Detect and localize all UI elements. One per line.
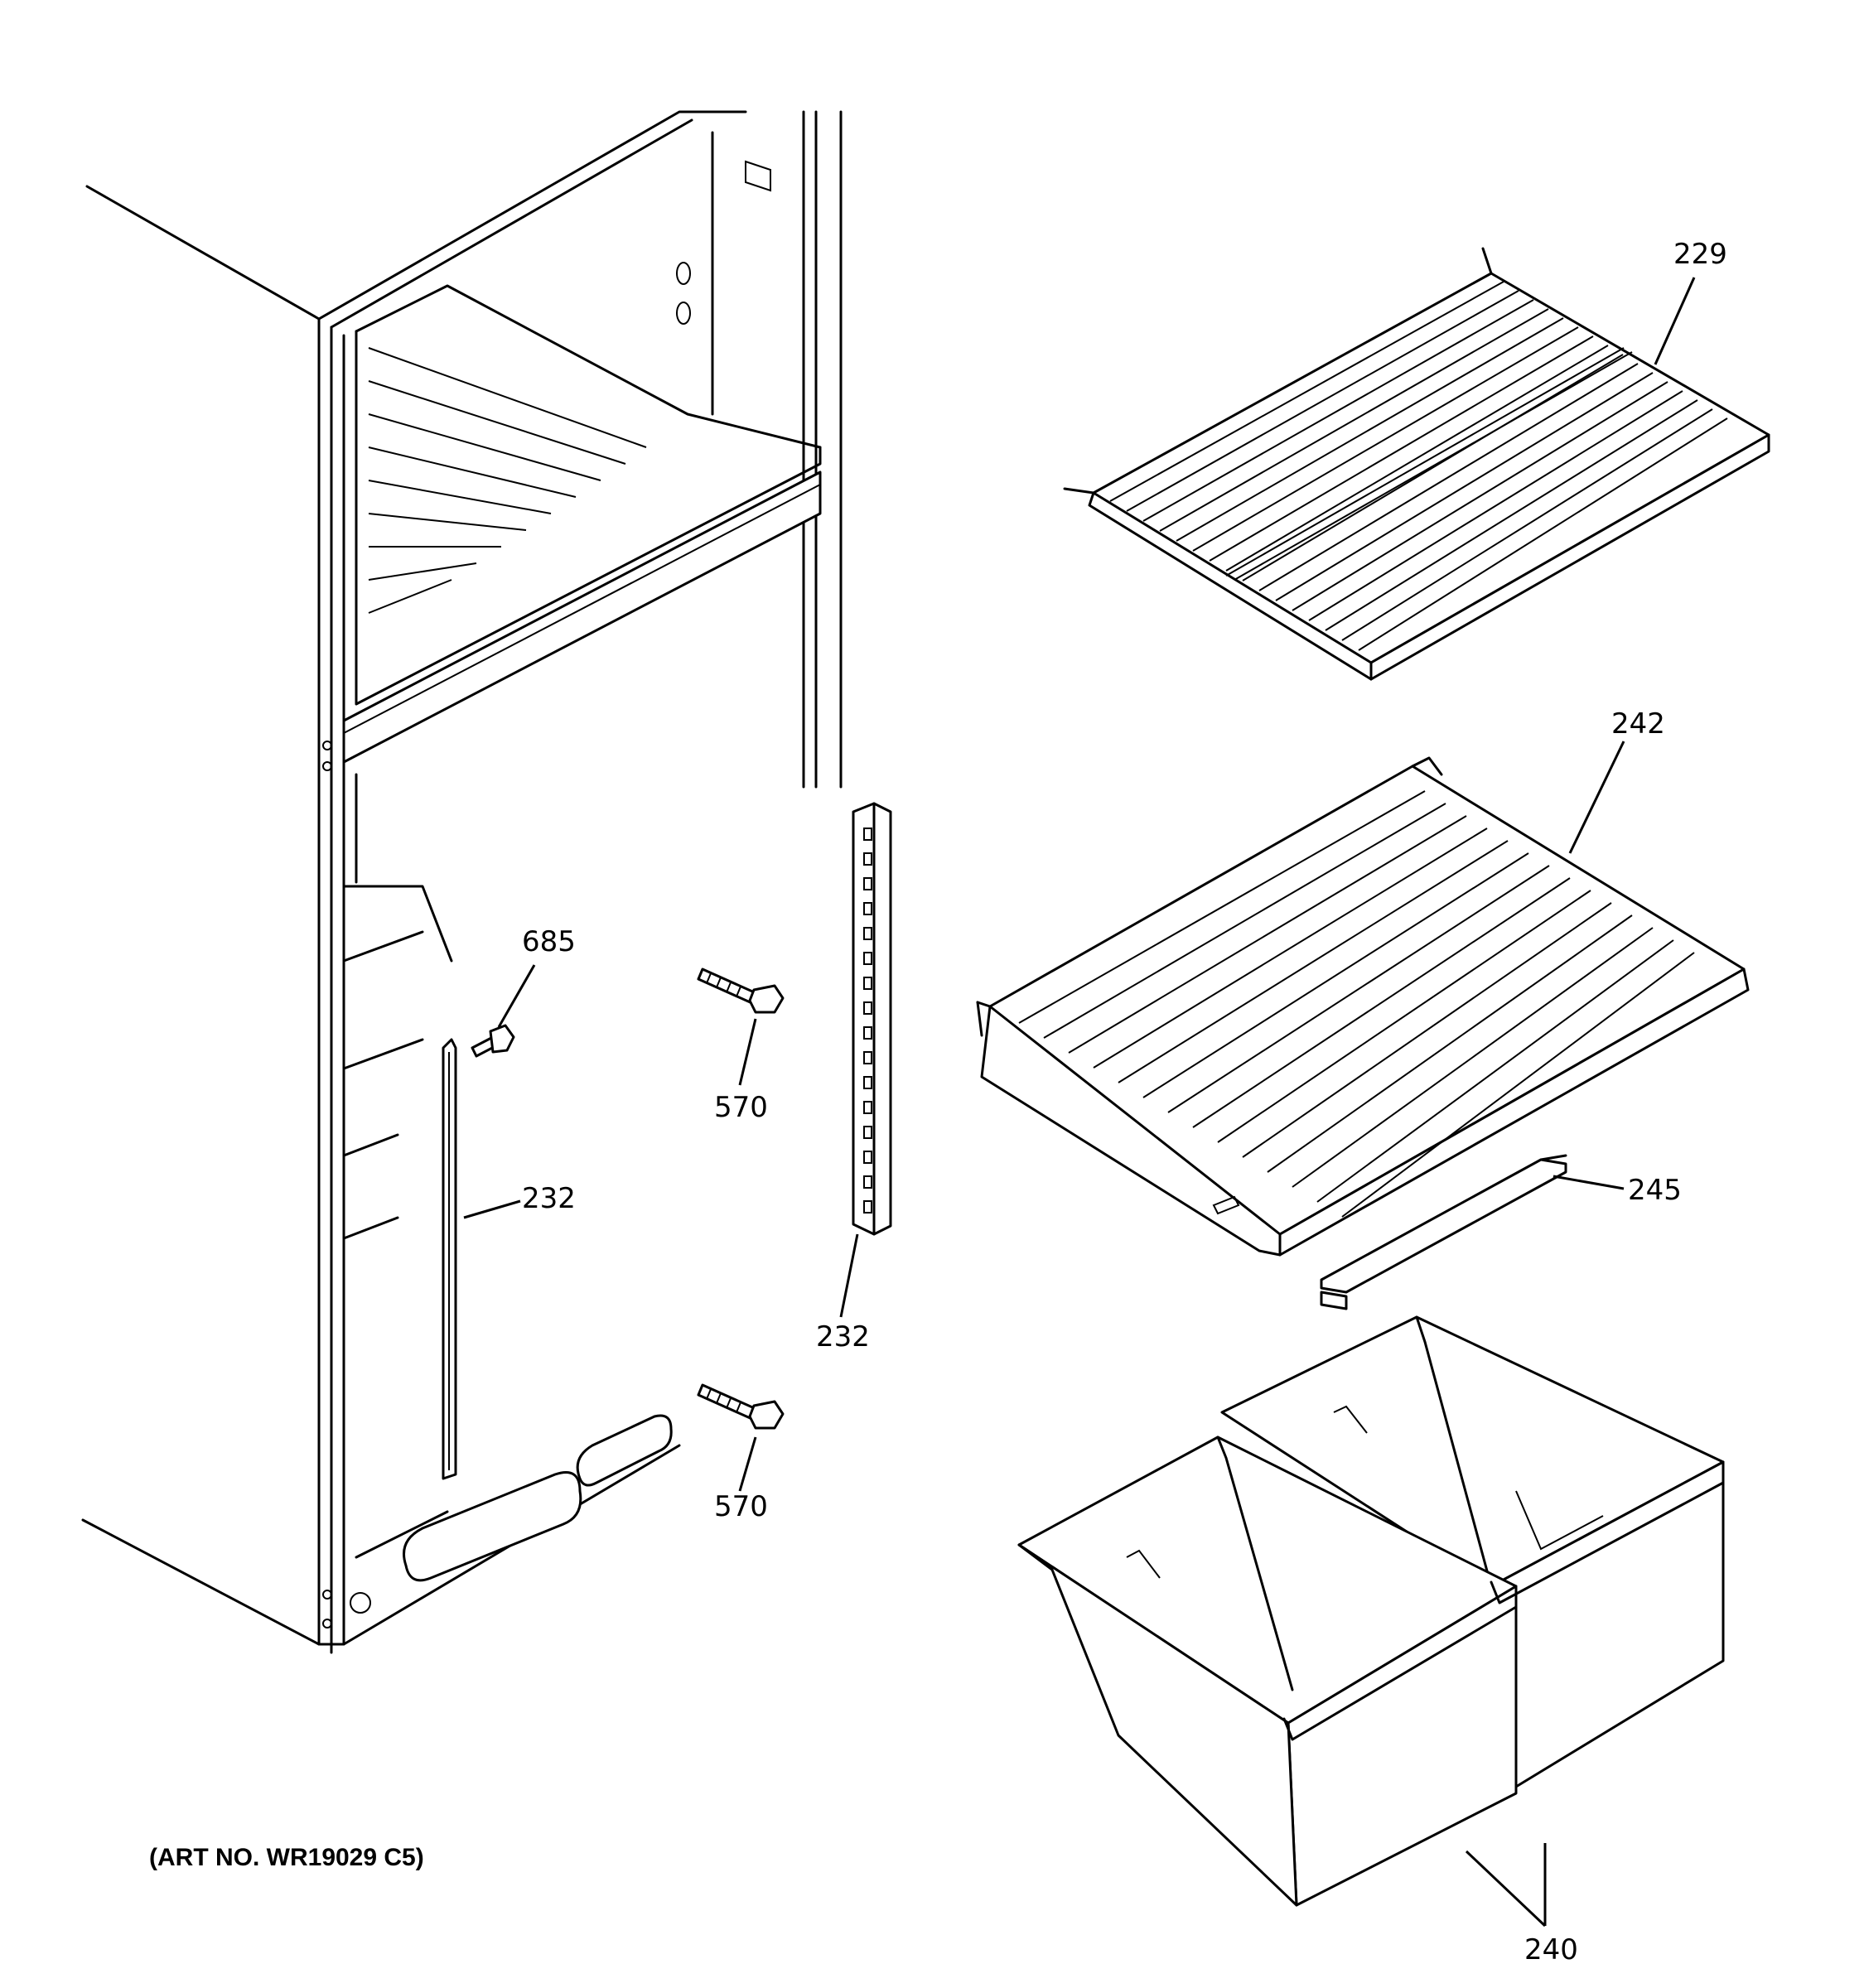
label-570-lower: 570 [714, 1490, 768, 1523]
shelf-ribs [1018, 790, 1695, 1218]
crisper-bins [1017, 1315, 1725, 1907]
label-229: 229 [1673, 238, 1727, 271]
glass-shelf [976, 756, 1750, 1257]
screw-570-lower [697, 1383, 785, 1430]
rail-slots [863, 828, 872, 1214]
art-number: (ART NO. WR19029 C5) [149, 1844, 424, 1871]
shelf-rail-right [852, 802, 892, 1236]
label-242: 242 [1611, 707, 1665, 741]
leader-lines [463, 277, 1696, 1928]
label-245: 245 [1628, 1174, 1682, 1207]
screw-570-upper [697, 967, 785, 1014]
freezer-ribs [368, 347, 647, 614]
label-240: 240 [1524, 1933, 1578, 1966]
part-labels: 229 242 245 240 685 570 570 232 232 [522, 238, 1727, 1966]
refrigerator-cabinet [81, 110, 843, 1654]
screw-685 [471, 1024, 515, 1058]
wire-shelf [1063, 247, 1770, 681]
shelf-rail-left [442, 1038, 457, 1480]
label-685: 685 [522, 925, 576, 958]
label-232-left: 232 [522, 1182, 576, 1215]
label-232-right: 232 [816, 1320, 870, 1353]
shelf-trim [1320, 1154, 1567, 1310]
wire-bars [1109, 281, 1728, 651]
label-570-upper: 570 [714, 1091, 768, 1124]
